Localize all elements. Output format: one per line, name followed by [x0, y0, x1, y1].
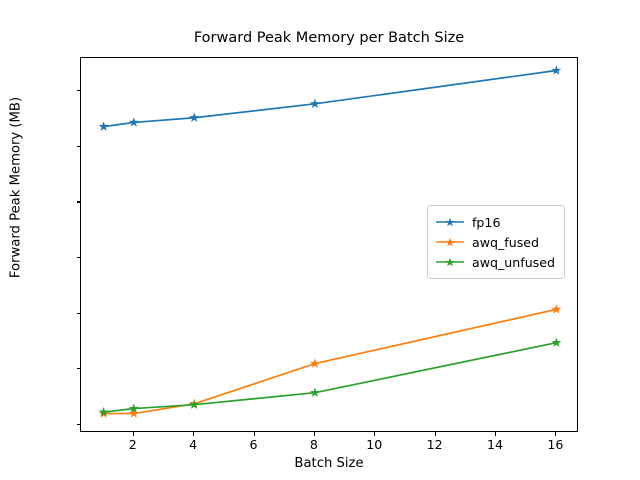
legend-label-0: fp16 — [472, 214, 501, 230]
x-tick-label: 16 — [547, 437, 564, 452]
x-tick-label: 2 — [128, 437, 137, 452]
data-point-marker — [309, 358, 320, 368]
x-tick-mark — [495, 432, 497, 436]
data-point-marker — [128, 408, 139, 418]
legend-swatch-line-marker-1 — [435, 235, 465, 249]
data-point-marker — [98, 121, 109, 131]
legend-label-2: awq_unfused — [472, 254, 555, 270]
x-tick-label: 12 — [426, 437, 443, 452]
x-tick-mark — [132, 432, 134, 436]
legend-label-1: awq_fused — [472, 234, 540, 250]
data-point-marker — [309, 98, 320, 109]
series-line — [103, 308, 557, 415]
data-point-marker — [189, 399, 200, 409]
data-point-marker — [128, 403, 139, 413]
y-tick-mark — [76, 312, 80, 314]
series-awq_fused — [98, 304, 562, 418]
y-tick-mark — [76, 201, 80, 203]
legend-item-0: fp16 — [435, 212, 555, 232]
y-tick-mark — [76, 257, 80, 259]
series-line — [103, 69, 557, 128]
x-tick-label: 6 — [249, 437, 258, 452]
data-point-marker — [309, 387, 320, 397]
series-line — [103, 341, 557, 414]
x-tick-mark — [253, 432, 255, 436]
series-awq_unfused — [98, 337, 562, 417]
x-tick-mark — [193, 432, 195, 436]
x-tick-mark — [374, 432, 376, 436]
x-tick-mark — [434, 432, 436, 436]
x-tick-mark — [313, 432, 315, 436]
data-point-marker — [189, 112, 200, 122]
x-tick-label: 8 — [309, 437, 318, 452]
y-tick-mark — [76, 145, 80, 147]
plot-series-svg — [98, 65, 562, 418]
legend-item-2: awq_unfused — [435, 252, 555, 272]
x-tick-label: 14 — [486, 437, 504, 452]
y-tick-mark — [76, 90, 80, 92]
data-point-marker — [98, 406, 109, 417]
y-tick-mark — [76, 423, 80, 425]
data-point-marker — [551, 65, 562, 75]
series-fp16 — [98, 65, 562, 131]
chart-title: Forward Peak Memory per Batch Size — [193, 30, 465, 46]
data-point-marker — [551, 337, 562, 347]
legend-item-1: awq_fused — [435, 232, 555, 252]
y-axis-label: Forward Peak Memory (MB) — [8, 96, 24, 279]
x-tick-label: 4 — [189, 437, 198, 452]
x-axis-label: Batch Size — [294, 456, 364, 471]
x-tick-mark — [555, 432, 557, 436]
y-tick-mark — [76, 368, 80, 370]
data-point-marker — [128, 117, 139, 127]
legend[interactable]: fp16 awq_fused awq_unfused — [427, 205, 565, 279]
x-tick-label: 10 — [366, 437, 383, 452]
legend-swatch-line-marker-0 — [435, 215, 465, 229]
legend-swatch-line-marker-2 — [435, 255, 465, 269]
data-point-marker — [551, 304, 562, 314]
